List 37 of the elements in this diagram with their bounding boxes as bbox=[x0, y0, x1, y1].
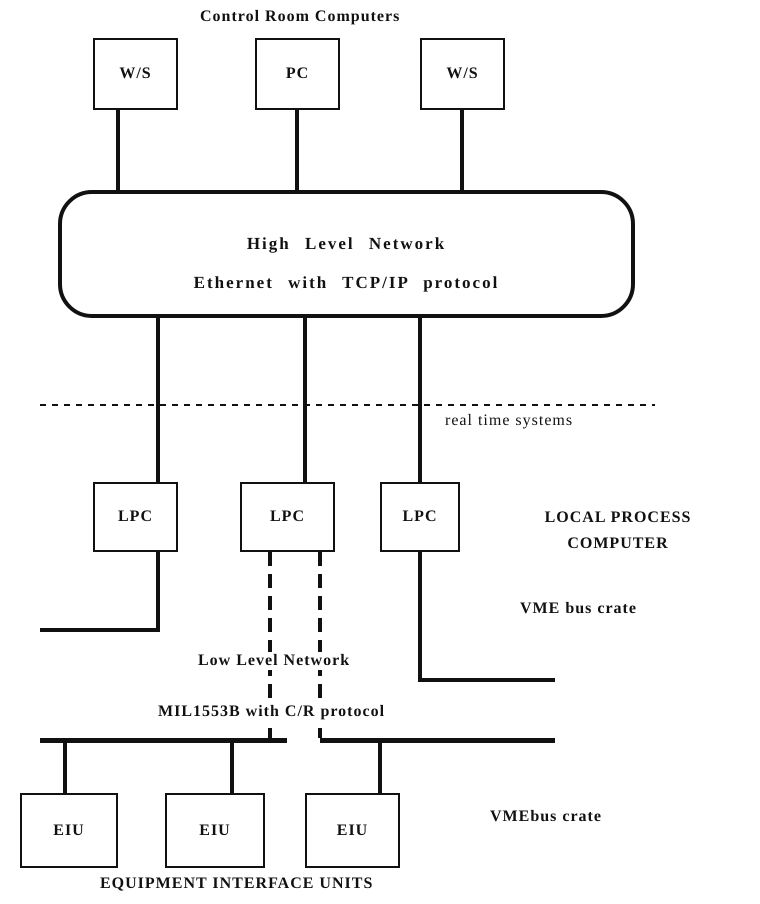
diagram-caption: EQUIPMENT INTERFACE UNITS bbox=[100, 875, 374, 893]
annotation-label: real time systems bbox=[445, 412, 574, 430]
connector-line bbox=[295, 110, 299, 190]
annotation-label: VMEbus crate bbox=[490, 808, 602, 826]
connector-line bbox=[156, 318, 160, 482]
node-label: LPC bbox=[402, 508, 438, 526]
computer-box bbox=[240, 482, 335, 552]
connector-line bbox=[418, 318, 422, 482]
interface-unit-box bbox=[165, 793, 265, 868]
annotation-label: VME bus crate bbox=[520, 600, 637, 618]
connector-line bbox=[116, 110, 120, 190]
network-protocol: Ethernet with TCP/IP protocol bbox=[194, 272, 500, 292]
computer-box bbox=[93, 482, 178, 552]
computer-box bbox=[255, 38, 340, 110]
network-box bbox=[58, 190, 635, 318]
workstation-box bbox=[93, 38, 178, 110]
connector-line bbox=[230, 743, 234, 793]
node-label: EIU bbox=[53, 822, 85, 840]
node-label: LPC bbox=[270, 508, 305, 526]
computer-box bbox=[380, 482, 460, 552]
connector-line bbox=[303, 318, 307, 482]
connector-line bbox=[63, 743, 67, 793]
node-label: W/S bbox=[119, 65, 152, 83]
node-label: LPC bbox=[118, 508, 153, 526]
node-label: W/S bbox=[446, 65, 479, 83]
workstation-box bbox=[420, 38, 505, 110]
connector-line bbox=[378, 743, 382, 793]
connector-line bbox=[418, 552, 555, 682]
network-name: High Level Network bbox=[246, 234, 446, 254]
connector-line bbox=[460, 110, 464, 190]
interface-unit-box bbox=[305, 793, 400, 868]
node-label: PC bbox=[286, 65, 310, 83]
node-label: EIU bbox=[336, 822, 368, 840]
interface-unit-box bbox=[20, 793, 118, 868]
diagram-title: Control Room Computers bbox=[200, 8, 400, 26]
connector-line bbox=[40, 552, 160, 632]
node-label: EIU bbox=[199, 822, 231, 840]
